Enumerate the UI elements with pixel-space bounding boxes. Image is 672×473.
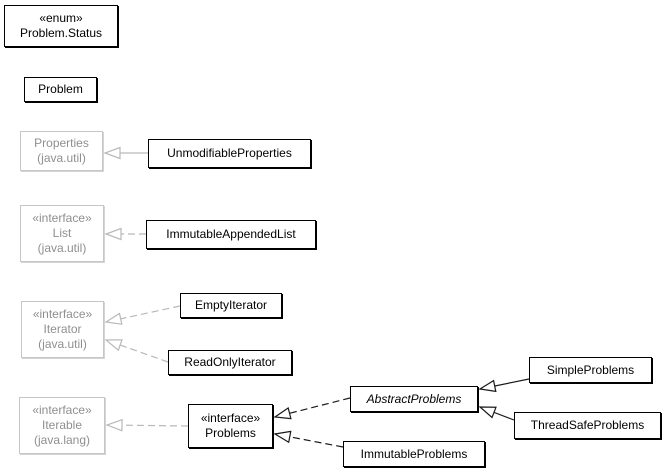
class-name-label: ReadOnlyIterator: [184, 355, 276, 369]
class-name-label: Problem.Status: [19, 26, 103, 40]
edge-readonlyiterator-implements-iterator: [104, 339, 169, 363]
edge-abstractproblems-implements-problems: [273, 397, 351, 420]
class-empty-iterator[interactable]: EmptyIterator: [180, 293, 282, 318]
class-name-label: Problems: [205, 426, 256, 440]
stereotype-label: «interface»: [32, 403, 92, 417]
class-name-label: AbstractProblems: [366, 391, 462, 406]
class-name-label: UnmodifiableProperties: [167, 146, 292, 160]
class-read-only-iterator[interactable]: ReadOnlyIterator: [168, 350, 292, 375]
class-name-label: Problem: [38, 82, 83, 96]
class-problem[interactable]: Problem: [24, 77, 97, 102]
package-label: (java.util): [37, 241, 87, 255]
class-name-label: ThreadSafeProblems: [530, 418, 645, 432]
class-name-label: ImmutableProblems: [360, 446, 468, 461]
stereotype-label: «interface»: [32, 307, 93, 321]
class-simple-problems[interactable]: SimpleProblems: [529, 357, 652, 383]
class-name-label: EmptyIterator: [194, 298, 268, 312]
class-name-label: Iterator: [43, 322, 82, 336]
package-label: (java.util): [38, 337, 87, 351]
edge-threadsafeproblems-extends-abstractproblems: [478, 406, 515, 421]
class-immutable-appended-list[interactable]: ImmutableAppendedList: [146, 220, 316, 249]
class-name-label: List: [52, 226, 72, 240]
class-thread-safe-problems[interactable]: ThreadSafeProblems: [514, 412, 661, 439]
interface-iterator-external[interactable]: «interface» Iterator (java.util): [21, 301, 104, 358]
interface-problems[interactable]: «interface» Problems: [188, 404, 273, 448]
package-label: (java.lang): [33, 433, 91, 447]
class-name-label: Iterable: [41, 418, 83, 432]
edge-immutableproblems-implements-problems: [273, 430, 344, 448]
interface-list-external[interactable]: «interface» List (java.util): [20, 205, 104, 262]
stereotype-label: «interface»: [200, 411, 261, 425]
interface-iterable-external[interactable]: «interface» Iterable (java.lang): [19, 397, 105, 454]
class-properties-external[interactable]: Properties (java.util): [20, 131, 103, 171]
stereotype-label: «interface»: [32, 211, 92, 225]
stereotype-label: «enum»: [39, 11, 83, 25]
edge-problems-extends-iterable: [105, 418, 189, 432]
class-immutable-problems[interactable]: ImmutableProblems: [343, 441, 485, 467]
edge-emptyiterator-implements-iterator: [104, 305, 181, 325]
package-label: (java.util): [37, 151, 86, 165]
edge-simpleproblems-extends-abstractproblems: [478, 378, 530, 393]
class-unmodifiable-properties[interactable]: UnmodifiableProperties: [148, 139, 311, 168]
class-problem-status[interactable]: «enum» Problem.Status: [4, 5, 118, 47]
class-name-label: Properties: [34, 136, 89, 150]
class-name-label: SimpleProblems: [546, 362, 635, 377]
class-abstract-problems[interactable]: AbstractProblems: [350, 386, 478, 412]
class-name-label: ImmutableAppendedList: [166, 227, 296, 241]
